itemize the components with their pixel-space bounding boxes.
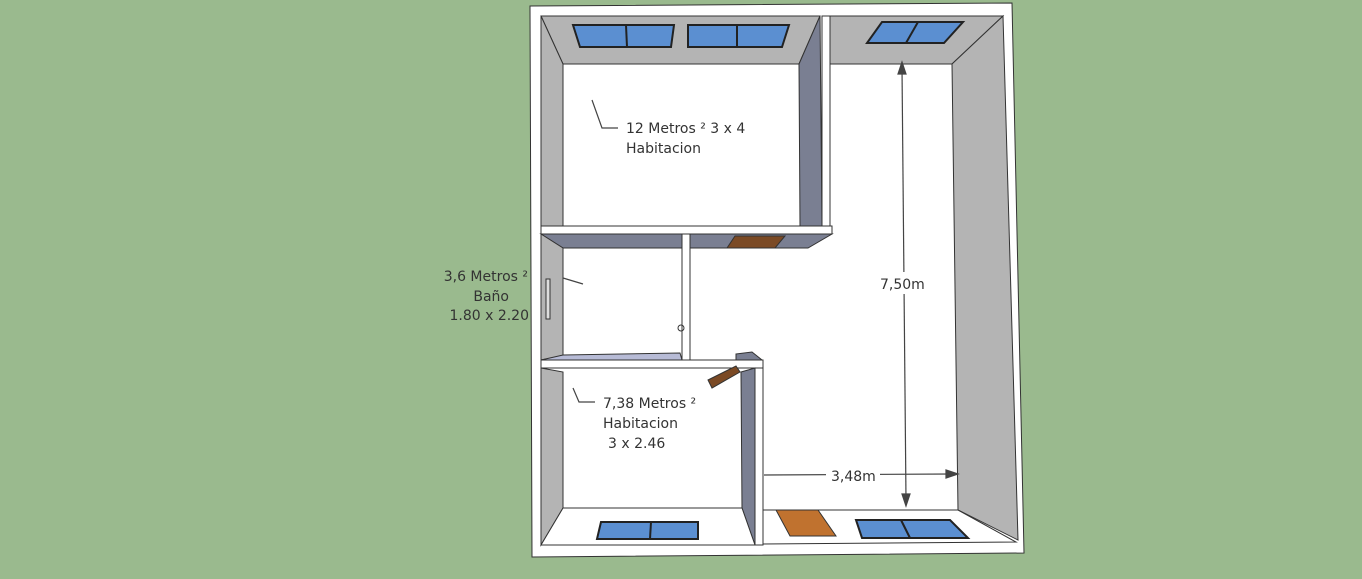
wall-top-strip xyxy=(540,225,833,235)
wall-top-strip xyxy=(754,367,764,546)
window-icon xyxy=(571,24,676,48)
room1-area-label: 12 Metros ² 3 x 4 xyxy=(626,121,745,137)
leader-line xyxy=(591,99,618,129)
arrow-icon xyxy=(945,469,960,479)
leader-line xyxy=(572,387,595,403)
window-icon xyxy=(865,21,966,44)
bath-partition xyxy=(681,233,691,361)
room3-name-label: Habitacion xyxy=(603,416,678,432)
window-icon xyxy=(854,519,971,539)
window-icon xyxy=(687,24,791,48)
dimension-horizontal-label: 3,48m xyxy=(831,469,876,485)
bath-name-label: Baño xyxy=(473,289,509,305)
room3-area-label: 7,38 Metros ² xyxy=(603,396,696,412)
window-icon xyxy=(595,521,699,540)
leader-line xyxy=(562,277,584,285)
wall-top-strip xyxy=(821,15,831,227)
dimension-vertical-label: 7,50m xyxy=(880,277,925,293)
arrow-icon xyxy=(901,493,911,508)
room3-size-label: 3 x 2.46 xyxy=(608,436,665,452)
bath-size-label: 1.80 x 2.20 xyxy=(449,308,529,324)
room1-name-label: Habitacion xyxy=(626,141,701,157)
toilet-icon xyxy=(677,324,685,332)
door-icon xyxy=(707,365,741,389)
door-icon xyxy=(726,235,787,249)
bath-window-icon xyxy=(545,278,551,320)
bath-area-label: 3,6 Metros ² xyxy=(444,269,528,285)
floor-door-icon xyxy=(775,509,837,537)
arrow-icon xyxy=(897,60,907,75)
wall-top-strip xyxy=(540,359,764,369)
bath-left-wall xyxy=(540,233,564,361)
